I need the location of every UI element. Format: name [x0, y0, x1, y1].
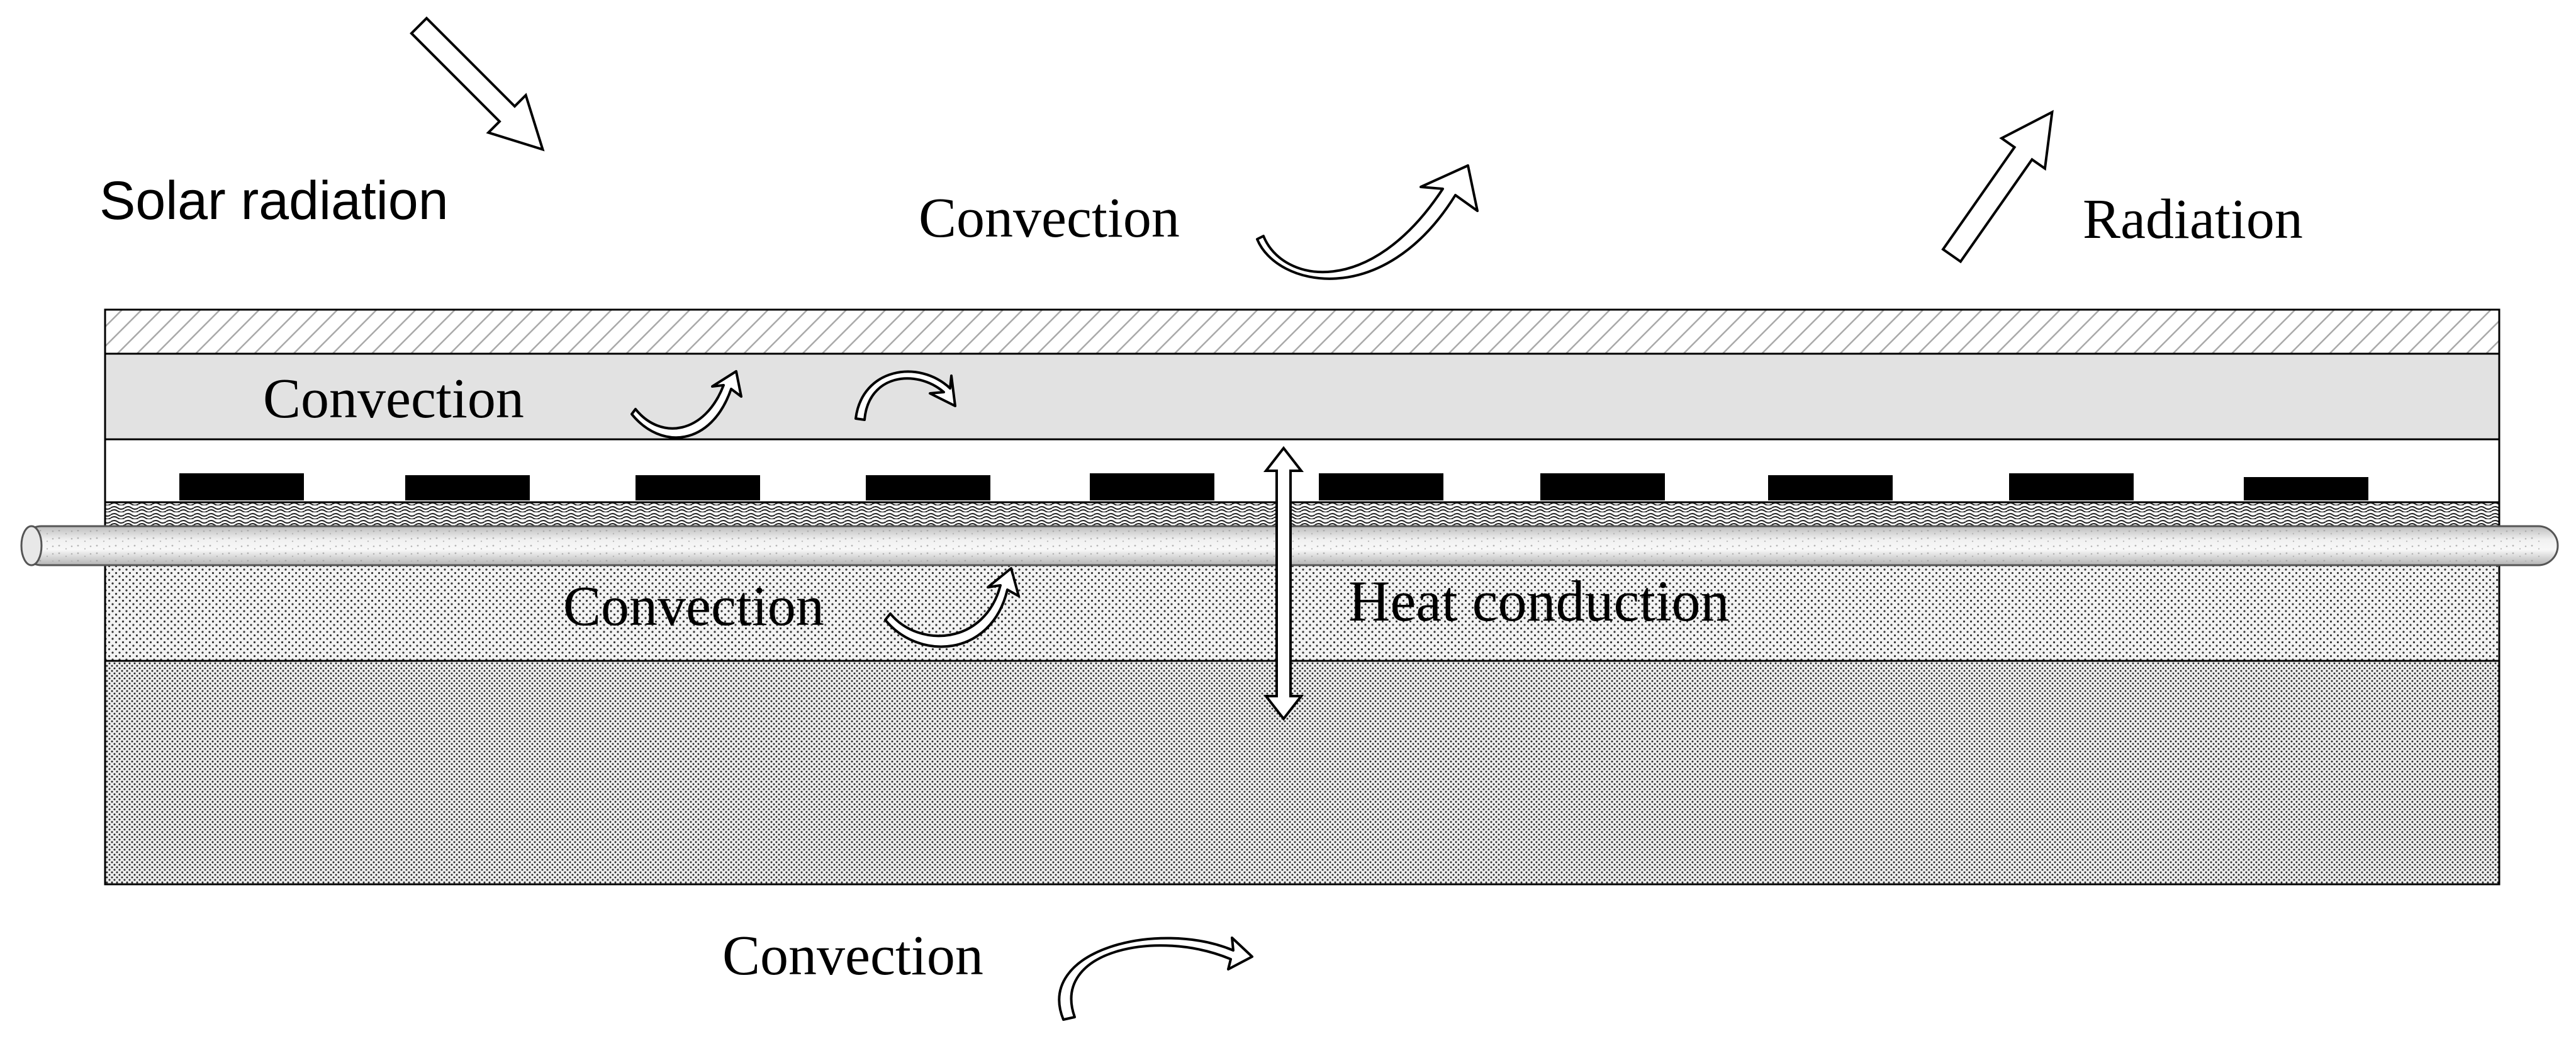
- heat-conduction-arrow-icon: [1263, 446, 1304, 721]
- convection-middle-label: Convection: [563, 575, 824, 638]
- solar-radiation-arrow-icon: [410, 16, 545, 152]
- pv-cell: [179, 473, 304, 500]
- glass-cover-layer: [104, 308, 2500, 355]
- absorber-layer: [104, 501, 2500, 529]
- pv-cell: [636, 475, 760, 500]
- convection-bottom-label: Convection: [722, 925, 983, 987]
- convection-arrow-icon: [884, 567, 1020, 648]
- radiation-label: Radiation: [2083, 188, 2303, 250]
- pv-cell: [1090, 473, 1214, 500]
- radiation-arrow-icon: [1941, 110, 2054, 264]
- pv-cell: [1768, 475, 1893, 500]
- pv-cell: [1540, 473, 1665, 500]
- convection-arrow-icon: [1256, 164, 1479, 280]
- convection-arrow-icon: [854, 370, 956, 421]
- pv-cells: [179, 473, 2368, 500]
- air-gap-layer: [104, 352, 2500, 441]
- convection-arrow-icon: [1058, 937, 1253, 1021]
- pv-cell: [405, 475, 530, 500]
- insulation-layer: [104, 660, 2500, 886]
- solar-radiation-label: Solar radiation: [99, 171, 449, 231]
- heat-conduction-label: Heat conduction: [1348, 569, 1729, 633]
- pv-cell: [2009, 473, 2134, 500]
- pv-cell: [866, 475, 990, 500]
- convection-top-label: Convection: [919, 187, 1180, 249]
- convection-arrow-icon: [630, 370, 742, 439]
- pv-cell: [1319, 473, 1443, 500]
- convection-glass-label: Convection: [263, 368, 524, 430]
- pv-cell: [2244, 477, 2368, 500]
